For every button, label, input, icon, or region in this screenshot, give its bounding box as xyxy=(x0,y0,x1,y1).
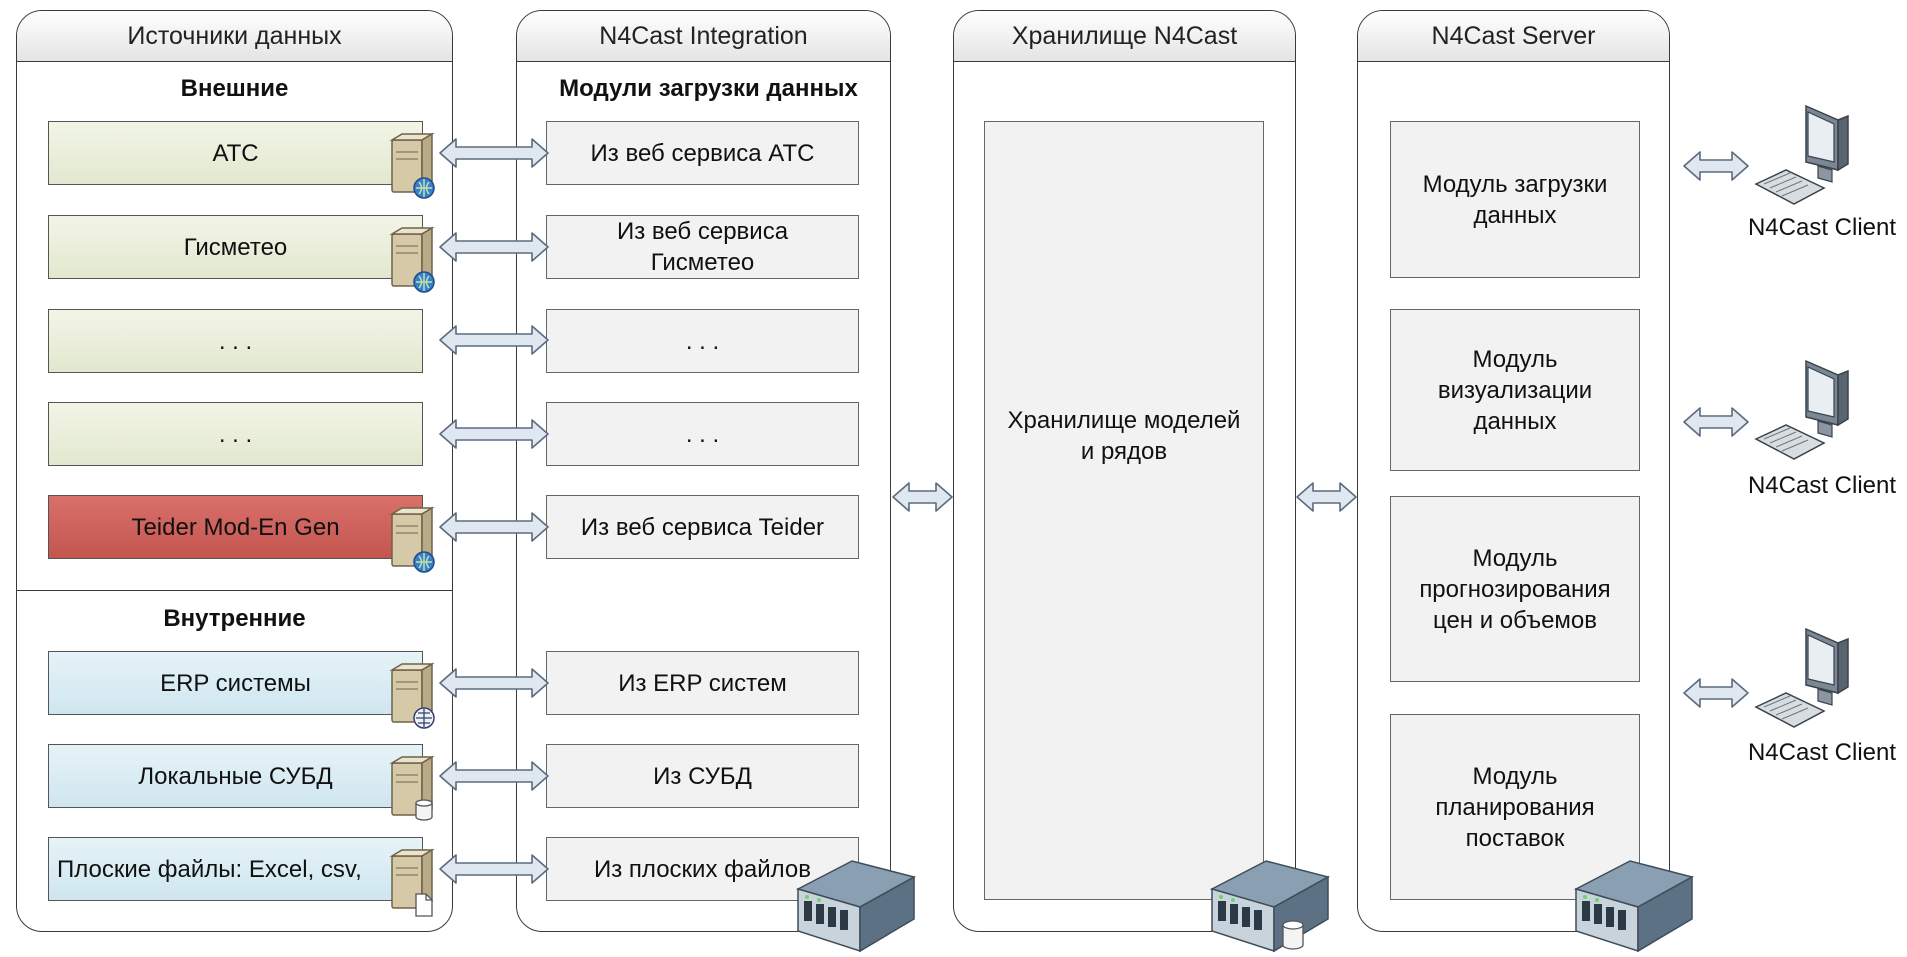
server-database-icon xyxy=(389,755,435,821)
client-label: N4Cast Client xyxy=(1747,739,1897,766)
integration-module-placeholder-1: . . . xyxy=(546,309,859,373)
server-module-data-load: Модуль загрузки данных xyxy=(1390,121,1640,278)
integration-module-ats: Из веб сервиса АТС xyxy=(546,121,859,185)
source-box-flat-files: Плоские файлы: Excel, csv, xyxy=(48,837,423,901)
external-sources-title: Внешние xyxy=(180,75,289,102)
storage-server-arrow xyxy=(1296,482,1357,512)
rack-server-icon xyxy=(1209,860,1331,953)
source-box-teider: Teider Mod-En Gen xyxy=(48,495,423,559)
integration-storage-arrow xyxy=(892,482,953,512)
rack-server-icon xyxy=(795,860,917,953)
client-computer-icon xyxy=(1754,359,1849,460)
source-box-local-dbms: Локальные СУБД xyxy=(48,744,423,808)
source-integration-arrow xyxy=(439,419,549,449)
source-box-ats: АТС xyxy=(48,121,423,185)
source-box-placeholder-2: . . . xyxy=(48,402,423,466)
server-module-forecasting: Модуль прогнозирования цен и объемов xyxy=(1390,496,1640,682)
source-integration-arrow xyxy=(439,138,549,168)
source-integration-arrow xyxy=(439,232,549,262)
source-integration-arrow xyxy=(439,761,549,791)
source-box-erp: ERP системы xyxy=(48,651,423,715)
integration-column-header: N4Cast Integration xyxy=(517,11,890,62)
integration-module-teider: Из веб сервиса Teider xyxy=(546,495,859,559)
source-box-placeholder-1: . . . xyxy=(48,309,423,373)
server-globe-icon xyxy=(389,226,435,293)
client-label: N4Cast Client xyxy=(1747,214,1897,241)
server-globe-icon xyxy=(389,506,435,573)
server-client-arrow xyxy=(1683,407,1749,437)
integration-modules-title: Модули загрузки данных xyxy=(559,75,858,102)
storage-models-box: Хранилище моделей и рядов xyxy=(984,121,1264,900)
client-label: N4Cast Client xyxy=(1747,472,1897,499)
sources-column-header: Источники данных xyxy=(17,11,452,62)
server-client-arrow xyxy=(1683,678,1749,708)
client-computer-icon xyxy=(1754,627,1849,728)
storage-column-header: Хранилище N4Cast xyxy=(954,11,1295,62)
client-computer-icon xyxy=(1754,104,1849,205)
source-integration-arrow xyxy=(439,854,549,884)
source-integration-arrow xyxy=(439,512,549,542)
source-integration-arrow xyxy=(439,668,549,698)
integration-module-placeholder-2: . . . xyxy=(546,402,859,466)
server-client-arrow xyxy=(1683,151,1749,181)
server-module-supply-planning: Модуль планирования поставок xyxy=(1390,714,1640,900)
server-file-icon xyxy=(389,848,435,917)
server-module-visualization: Модуль визуализации данных xyxy=(1390,309,1640,471)
sources-divider xyxy=(17,590,452,591)
server-network-icon xyxy=(389,662,435,729)
internal-sources-title: Внутренние xyxy=(163,605,306,632)
server-globe-icon xyxy=(389,132,435,199)
database-cylinder-icon xyxy=(1282,920,1304,950)
integration-module-erp: Из ERP систем xyxy=(546,651,859,715)
source-box-gismeteo: Гисметео xyxy=(48,215,423,279)
integration-module-gismeteo: Из веб сервиса Гисметео xyxy=(546,215,859,279)
server-column-header: N4Cast Server xyxy=(1358,11,1669,62)
source-integration-arrow xyxy=(439,325,549,355)
rack-server-icon xyxy=(1573,860,1695,953)
